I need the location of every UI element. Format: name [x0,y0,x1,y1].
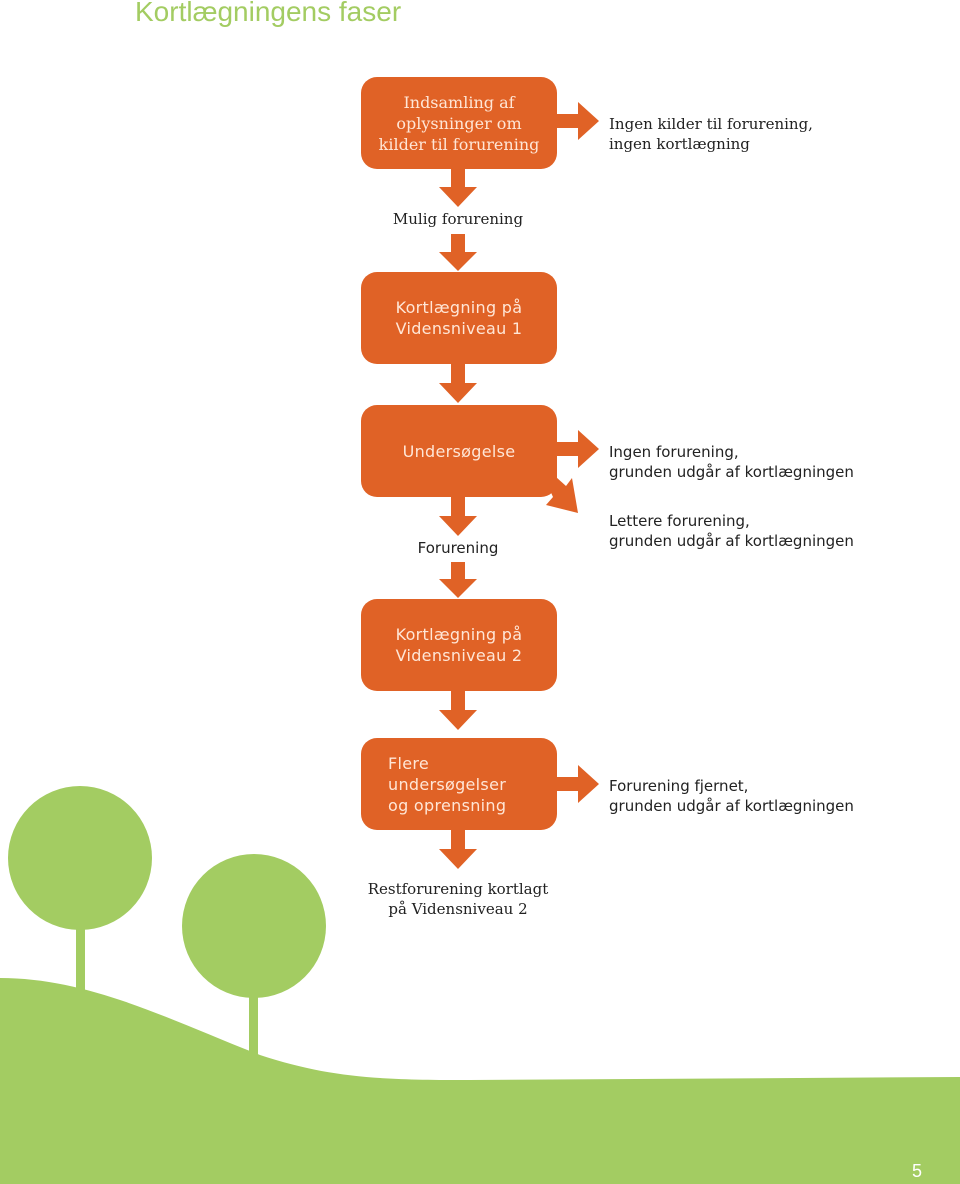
step-vidensniveau-2: Kortlægning på Vidensniveau 2 [361,599,557,691]
page-number: 5 [911,1161,922,1181]
step-vidensniveau-1-label: Kortlægning på Vidensniveau 1 [395,298,523,338]
arrow-down-4 [439,496,477,536]
step-vidensniveau-2-label: Kortlægning på Vidensniveau 2 [395,625,523,665]
outcome-ingen-kilder: Ingen kilder til forurening, ingen kortl… [609,115,813,153]
arrow-right-1 [556,102,599,140]
label-mulig-forurening: Mulig forurening [392,210,524,228]
step-undersoegelse-label: Undersøgelse [402,441,516,461]
arrow-down-7 [439,829,477,869]
label-restforurening: Restforurening kortlagt på Vidensniveau … [367,880,549,918]
arrow-right-2 [556,430,599,468]
green-hill [0,978,960,1184]
tree-trunk-left [76,900,85,1020]
arrow-down-2 [439,234,477,271]
arrow-down-5 [439,562,477,598]
arrow-down-1 [439,167,477,207]
step-flere-undersoegelser-label: Flere undersøgelser og oprensning [388,753,507,815]
outcome-forurening-fjernet: Forurening fjernet, grunden udgår af kor… [609,777,854,815]
step-indsamling-label: Indsamling af oplysninger om kilder til … [378,92,540,154]
down-arrows [439,167,477,869]
arrow-down-6 [439,690,477,730]
step-indsamling: Indsamling af oplysninger om kilder til … [361,77,557,169]
tree-trunk-right [249,960,258,1080]
arrow-right-3 [556,765,599,803]
label-forurening: Forurening [417,539,499,557]
outcome-lettere-forurening: Lettere forurening, grunden udgår af kor… [609,512,854,550]
landscape-illustration [0,786,960,1184]
step-undersoegelse: Undersøgelse [361,405,557,497]
outcome-ingen-forurening: Ingen forurening, grunden udgår af kortl… [609,443,854,481]
tree-crown-left [8,786,152,930]
page-title: Kortlægningens faser [135,0,402,27]
step-vidensniveau-1: Kortlægning på Vidensniveau 1 [361,272,557,364]
arrow-down-3 [439,363,477,403]
step-flere-undersoegelser: Flere undersøgelser og oprensning [361,738,557,830]
tree-crown-right [182,854,326,998]
